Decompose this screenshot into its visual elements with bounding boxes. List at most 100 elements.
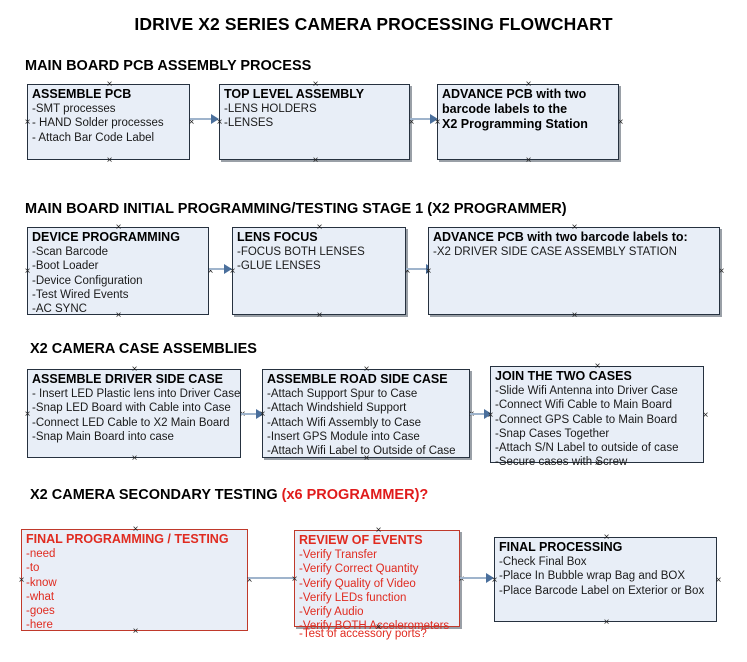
- node-line: -Snap Main Board into case: [32, 430, 174, 443]
- node-line: -Snap LED Board with Cable into Case: [32, 402, 231, 415]
- node-title: FINAL PROGRAMMING / TESTING: [26, 532, 229, 546]
- connector-road-side-to-join-cases[interactable]: [470, 413, 489, 415]
- resize-handle-bottom[interactable]: [311, 156, 320, 165]
- resize-handle-right[interactable]: [701, 411, 710, 420]
- node-title: ASSEMBLE DRIVER SIDE CASE: [32, 372, 224, 386]
- resize-handle-top[interactable]: [311, 80, 320, 89]
- node-join-the-two-cases[interactable]: JOIN THE TWO CASES -Slide Wifi Antenna i…: [490, 366, 704, 468]
- node-line: -here: [26, 619, 53, 632]
- node-line: -Attach Windshield Support: [267, 402, 407, 415]
- resize-handle-right[interactable]: [714, 576, 723, 585]
- resize-handle-bottom[interactable]: [570, 311, 579, 320]
- node-line: -Test Wired Events: [32, 288, 129, 301]
- node-line: -LENSES: [224, 117, 274, 130]
- resize-handle-left[interactable]: [490, 576, 499, 585]
- resize-handle-bottom[interactable]: [362, 454, 371, 463]
- node-advance-pcb-programming-station[interactable]: ADVANCE PCB with two barcode labels to t…: [437, 84, 619, 160]
- connector-device-programming-to-lens-focus[interactable]: [209, 268, 231, 270]
- node-line: - Insert LED Plastic lens into Driver Ca…: [32, 388, 241, 400]
- node-line: -SMT processes: [32, 103, 116, 115]
- resize-handle-top[interactable]: [374, 526, 383, 535]
- node-line: -goes: [26, 605, 55, 618]
- resize-handle-bottom[interactable]: [593, 459, 602, 468]
- resize-handle-top[interactable]: [105, 80, 114, 89]
- resize-handle-left[interactable]: [433, 118, 442, 127]
- node-line: -Attach Wifi Assembly to Case: [267, 416, 422, 429]
- resize-handle-top[interactable]: [315, 223, 324, 232]
- resize-handle-top[interactable]: [570, 223, 579, 232]
- node-assemble-road-side-case[interactable]: ASSEMBLE ROAD SIDE CASE -Attach Support …: [262, 369, 470, 458]
- connector-top-level-assembly-to-advance-pcb[interactable]: [410, 118, 434, 120]
- node-assemble-pcb[interactable]: ASSEMBLE PCB -SMT processes - HAND Solde…: [27, 84, 190, 160]
- node-title: ASSEMBLE PCB: [32, 87, 132, 101]
- node-line: -Device Configuration: [32, 274, 143, 287]
- node-line: -what: [26, 590, 55, 603]
- resize-handle-left[interactable]: [424, 267, 433, 276]
- node-line: -Attach S/N Label to outside of case: [495, 442, 679, 455]
- resize-handle-bottom[interactable]: [130, 454, 139, 463]
- resize-handle-top[interactable]: [602, 533, 611, 542]
- node-review-of-events[interactable]: REVIEW OF EVENTS -Verify Transfer -Verif…: [294, 530, 460, 640]
- section-heading-x2-camera-case-assemblies: X2 CAMERA CASE ASSEMBLIES: [30, 341, 257, 357]
- node-line: -Insert GPS Module into Case: [267, 430, 420, 443]
- node-title-line2: barcode labels to the: [442, 102, 568, 116]
- node-final-programming-testing[interactable]: FINAL PROGRAMMING / TESTING -need -to -k…: [21, 529, 248, 631]
- node-title: FINAL PROCESSING: [499, 540, 623, 554]
- node-lens-focus[interactable]: LENS FOCUS -FOCUS BOTH LENSES -GLUE LENS…: [232, 227, 406, 315]
- resize-handle-bottom[interactable]: [602, 618, 611, 627]
- node-title: REVIEW OF EVENTS: [299, 533, 423, 547]
- node-line: -Check Final Box: [499, 556, 587, 568]
- resize-handle-bottom[interactable]: [524, 156, 533, 165]
- connector-final-programming-to-review-of-events[interactable]: [248, 577, 294, 579]
- resize-handle-bottom[interactable]: [105, 156, 114, 165]
- node-line: -Verify Correct Quantity: [299, 563, 419, 576]
- node-line: -need: [26, 548, 56, 560]
- resize-handle-left[interactable]: [17, 576, 26, 585]
- resize-handle-bottom[interactable]: [131, 627, 140, 636]
- node-line: -Boot Loader: [32, 260, 99, 273]
- node-line: -Slide Wifi Antenna into Driver Case: [495, 385, 678, 397]
- resize-handle-left[interactable]: [486, 411, 495, 420]
- resize-handle-left[interactable]: [23, 267, 32, 276]
- node-line: -Place In Bubble wrap Bag and BOX: [499, 570, 686, 583]
- node-advance-pcb-driver-side-case[interactable]: ADVANCE PCB with two barcode labels to: …: [428, 227, 720, 315]
- section-heading-main-board-initial-programming: MAIN BOARD INITIAL PROGRAMMING/TESTING S…: [25, 201, 567, 217]
- node-line: -Verify Audio: [299, 606, 364, 619]
- node-line: -Scan Barcode: [32, 246, 109, 258]
- connector-driver-side-to-road-side[interactable]: [241, 413, 262, 415]
- connector-lens-focus-to-advance-pcb-driver-side[interactable]: [406, 268, 430, 270]
- resize-handle-left[interactable]: [228, 267, 237, 276]
- resize-handle-left[interactable]: [23, 410, 32, 419]
- node-top-level-assembly[interactable]: TOP LEVEL ASSEMBLY -LENS HOLDERS -LENSES: [219, 84, 410, 160]
- node-line: -Connect LED Cable to X2 Main Board: [32, 416, 230, 429]
- resize-handle-top[interactable]: [131, 525, 140, 534]
- node-line: -Connect GPS Cable to Main Board: [495, 413, 678, 426]
- resize-handle-left[interactable]: [258, 410, 267, 419]
- resize-handle-top[interactable]: [114, 223, 123, 232]
- node-overflow-line: -Test of accessory ports?: [299, 628, 427, 640]
- node-line: -GLUE LENSES: [237, 260, 321, 273]
- node-line: -X2 DRIVER SIDE CASE ASSEMBLY STATION: [433, 246, 677, 258]
- resize-handle-left[interactable]: [23, 118, 32, 127]
- node-final-processing[interactable]: FINAL PROCESSING -Check Final Box -Place…: [494, 537, 717, 622]
- resize-handle-right[interactable]: [616, 118, 625, 127]
- node-assemble-driver-side-case[interactable]: ASSEMBLE DRIVER SIDE CASE - Insert LED P…: [27, 369, 241, 458]
- resize-handle-top[interactable]: [524, 80, 533, 89]
- node-line: - Attach Bar Code Label: [32, 131, 155, 144]
- node-line: -Connect Wifi Cable to Main Board: [495, 399, 673, 412]
- connector-review-of-events-to-final-processing[interactable]: [460, 577, 490, 579]
- resize-handle-top[interactable]: [362, 365, 371, 374]
- resize-handle-right[interactable]: [717, 267, 726, 276]
- resize-handle-bottom[interactable]: [114, 311, 123, 320]
- resize-handle-top[interactable]: [593, 362, 602, 371]
- resize-handle-left[interactable]: [215, 118, 224, 127]
- connector-assemble-pcb-to-top-level-assembly[interactable]: [190, 118, 214, 120]
- resize-handle-bottom[interactable]: [315, 311, 324, 320]
- node-line: -Verify Quality of Video: [299, 577, 416, 590]
- resize-handle-top[interactable]: [130, 365, 139, 374]
- node-device-programming[interactable]: DEVICE PROGRAMMING -Scan Barcode -Boot L…: [27, 227, 209, 315]
- node-title: LENS FOCUS: [237, 230, 318, 244]
- resize-handle-left[interactable]: [290, 575, 299, 584]
- node-line: -to: [26, 562, 40, 575]
- resize-handle-bottom[interactable]: [374, 623, 383, 632]
